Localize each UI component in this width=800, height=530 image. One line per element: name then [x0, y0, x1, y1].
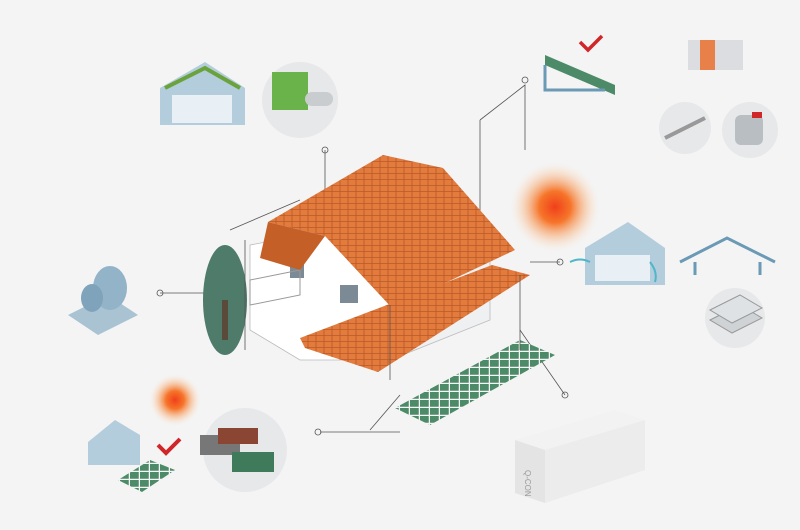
wall-insulation-icon [688, 40, 743, 70]
qcon-logo: Q-CON [523, 470, 532, 497]
solar-panel-array [395, 340, 555, 425]
sun-icon [510, 162, 600, 252]
sun-icon [149, 374, 201, 426]
house-solar-icon [88, 420, 182, 492]
tile-product-icon [200, 408, 287, 492]
roof-ventilation-icon [543, 34, 615, 95]
garage-attic-insulation-icon [160, 62, 245, 125]
attic-airflow-icon [569, 222, 776, 285]
house [203, 155, 530, 380]
qcon-lightweight-blocks: Q-CON [515, 410, 645, 503]
tree-icon [68, 266, 138, 335]
reflective-foil-icon [659, 102, 778, 158]
insulation-product-icon [262, 62, 338, 138]
insulation-sheets-icon [705, 288, 765, 348]
